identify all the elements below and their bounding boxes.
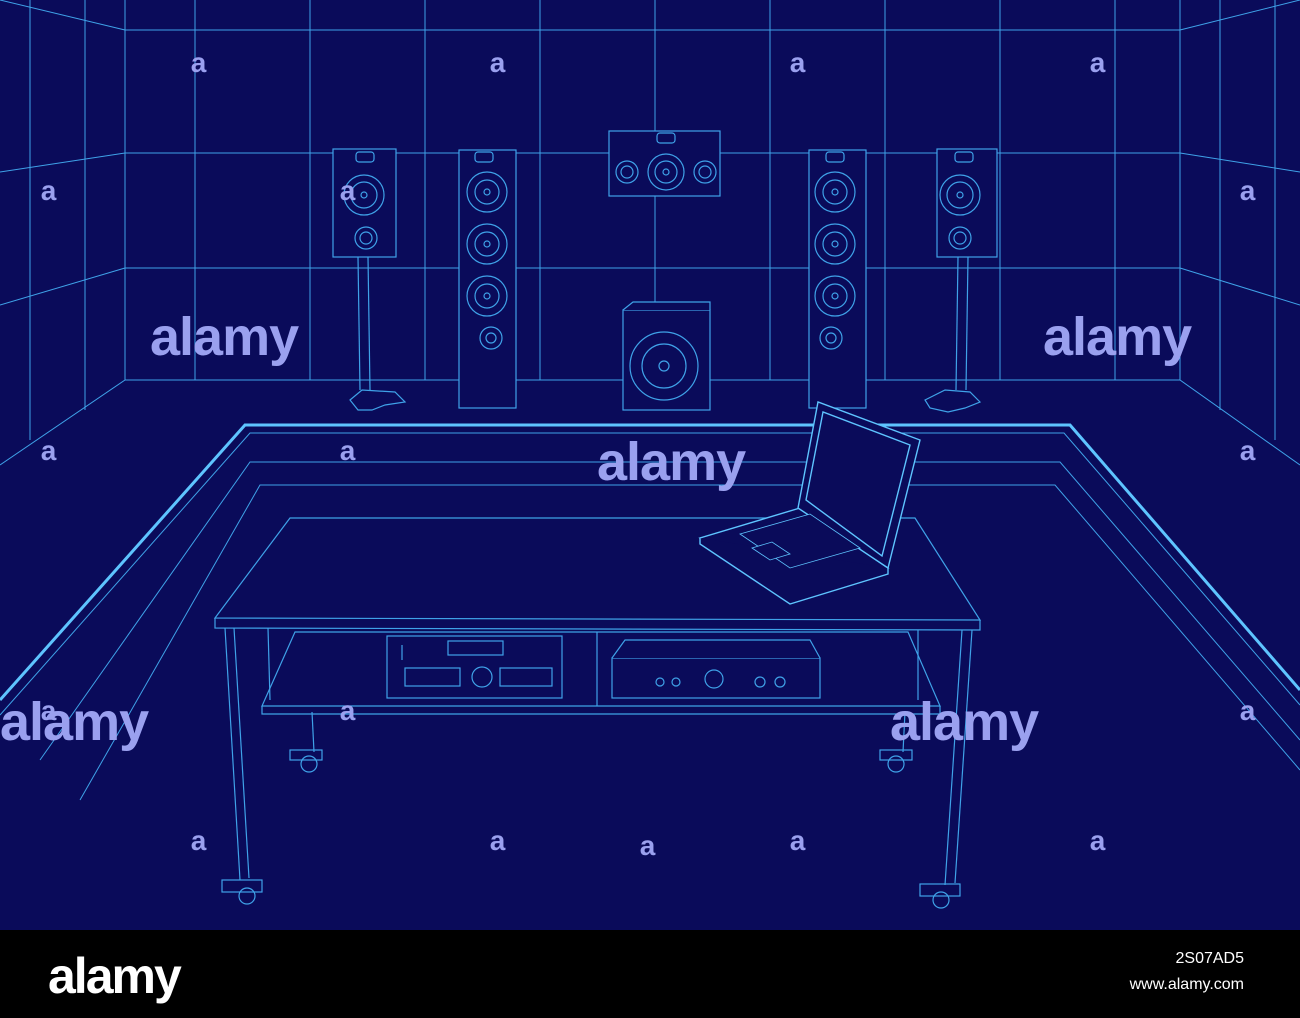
center-speaker xyxy=(608,130,721,197)
alamy-a-icon: a xyxy=(340,695,356,726)
footer-bar: alamy 2S07AD5 www.alamy.com xyxy=(0,930,1300,1018)
alamy-a-icon: a xyxy=(790,47,806,78)
footer-image-id: 2S07AD5 xyxy=(1175,950,1245,967)
floor-outline xyxy=(0,423,1300,801)
alamy-a-icon: a xyxy=(1090,825,1106,856)
alamy-a-icon: a xyxy=(490,825,506,856)
alamy-a-icon: a xyxy=(340,175,356,206)
wireframe-scene: alamyalamyalamyalamyalamyaaaaaaaaaaaaaaa… xyxy=(0,0,1300,930)
alamy-a-icon: a xyxy=(41,435,57,466)
watermark-text: alamy xyxy=(0,692,149,752)
alamy-a-icon: a xyxy=(490,47,506,78)
laptop xyxy=(698,401,921,605)
watermark-text: alamy xyxy=(150,307,299,367)
alamy-a-icon: a xyxy=(1240,435,1256,466)
left-tower-speaker xyxy=(458,149,517,409)
right-tower-speaker xyxy=(808,149,867,409)
right-bookshelf-speaker xyxy=(924,148,998,413)
alamy-a-icon: a xyxy=(191,47,207,78)
alamy-a-icon: a xyxy=(191,825,207,856)
room-walls xyxy=(0,0,1300,466)
av-receiver xyxy=(386,635,563,699)
watermark-text: alamy xyxy=(1043,307,1192,367)
alamy-a-icon: a xyxy=(41,695,57,726)
watermark-text: alamy xyxy=(597,432,746,492)
alamy-a-icon: a xyxy=(1240,695,1256,726)
footer-url: www.alamy.com xyxy=(1129,976,1244,993)
footer-logo: alamy xyxy=(48,948,182,1004)
speaker-system xyxy=(332,130,998,413)
alamy-a-icon: a xyxy=(340,435,356,466)
alamy-a-icon: a xyxy=(640,830,656,861)
alamy-a-icon: a xyxy=(790,825,806,856)
alamy-a-icon: a xyxy=(1240,175,1256,206)
alamy-a-icon: a xyxy=(41,175,57,206)
left-bookshelf-speaker xyxy=(332,148,407,411)
subwoofer xyxy=(622,301,711,411)
amplifier xyxy=(611,639,821,699)
watermark-text: alamy xyxy=(890,692,1039,752)
alamy-a-icon: a xyxy=(1090,47,1106,78)
